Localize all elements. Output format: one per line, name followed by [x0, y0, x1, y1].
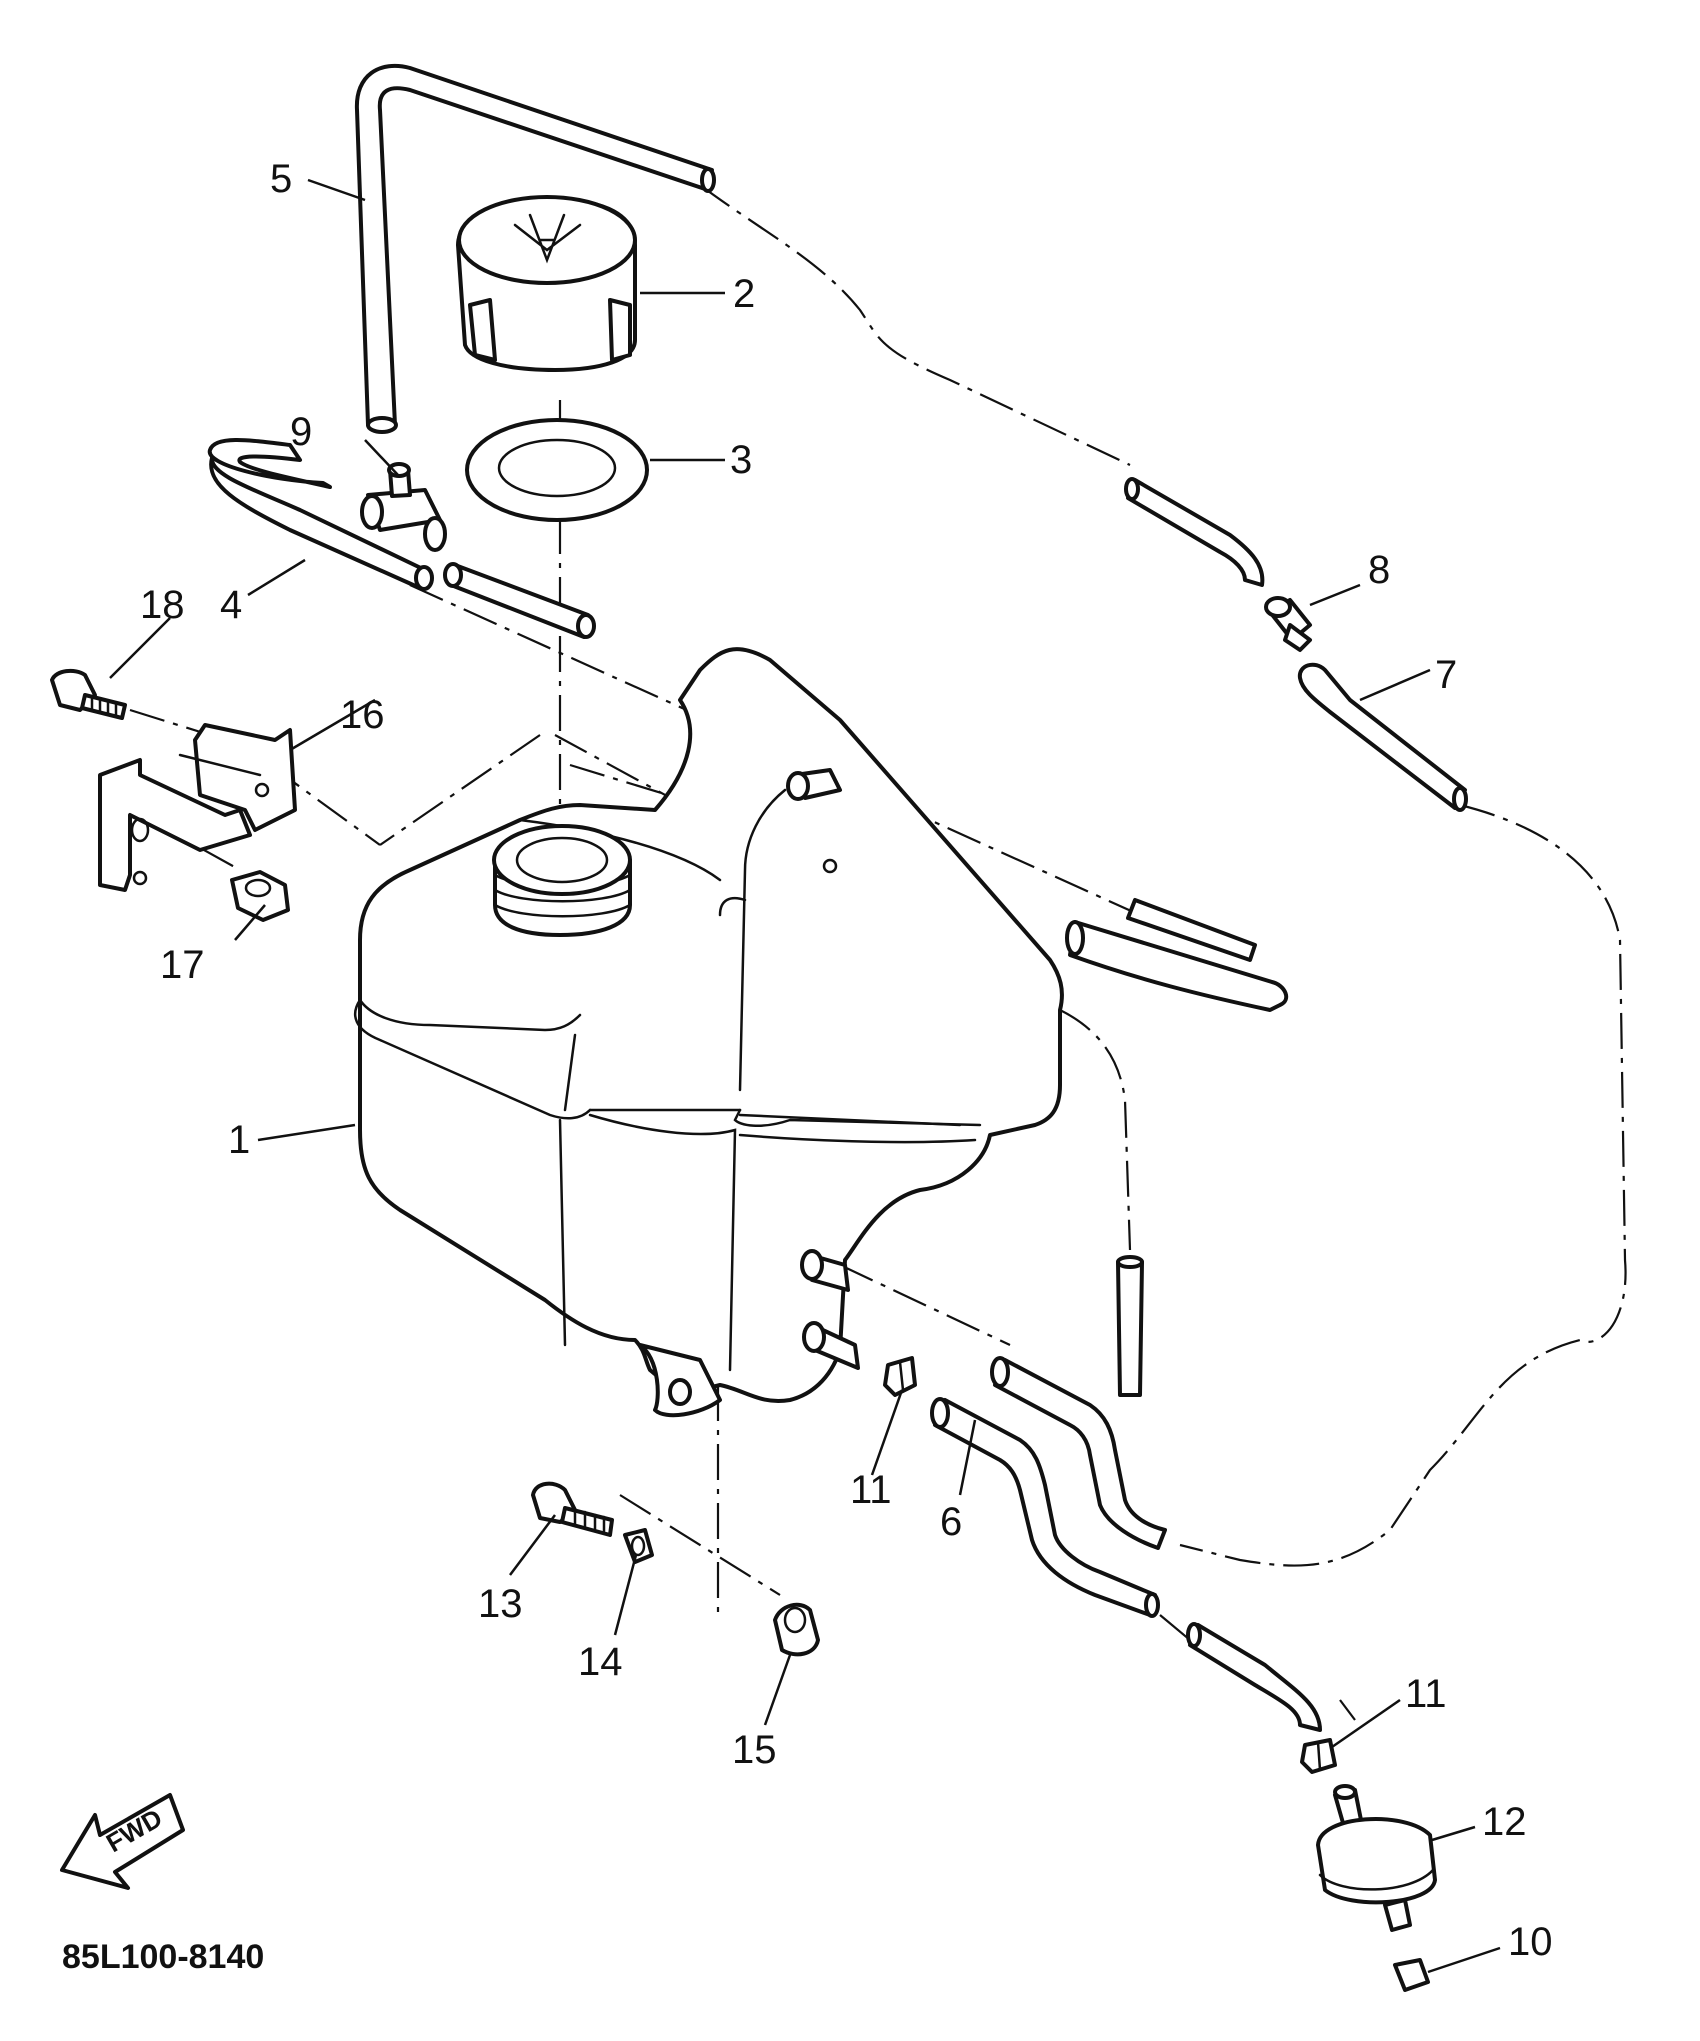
- cap-gasket: [465, 418, 649, 522]
- callout-12: 12: [1482, 1800, 1527, 1844]
- filter-12: [1316, 1784, 1437, 1932]
- drawing-code: 85L100-8140: [62, 1938, 264, 1976]
- callout-8: 8: [1368, 548, 1390, 592]
- callout-7: 7: [1435, 653, 1457, 697]
- reservoir-tank: [354, 647, 1064, 1418]
- callout-15: 15: [732, 1728, 777, 1772]
- callout-16: 16: [340, 693, 385, 737]
- screw-18: [50, 668, 127, 720]
- callout-13: 13: [478, 1582, 523, 1626]
- hose-vertical: [1116, 1255, 1144, 1397]
- callout-2: 2: [733, 272, 755, 316]
- callout-1: 1: [228, 1118, 250, 1162]
- hose-long-right: [1065, 898, 1289, 1012]
- fwd-arrow-icon: FWD: [60, 1793, 185, 1890]
- nut-17: [230, 870, 290, 922]
- hose-5: [354, 63, 716, 434]
- leader-lines: [109, 178, 1501, 1974]
- hose-4: [207, 438, 596, 639]
- callout-labels: 5 2 3 9 4 18 16 17 1 8 7 11 6 13 14 15 1…: [140, 157, 1553, 1964]
- hose-7: [1297, 662, 1468, 812]
- callout-5: 5: [270, 157, 292, 201]
- callout-18: 18: [140, 583, 185, 627]
- hose-joint-8: [1264, 596, 1312, 652]
- bracket-16: [98, 723, 297, 892]
- nut-15: [773, 1602, 820, 1657]
- hose-clip-lower: [1300, 1738, 1337, 1774]
- callout-11-lower: 11: [1405, 1672, 1447, 1716]
- radiator-cap: [456, 195, 637, 372]
- callout-10: 10: [1508, 1920, 1553, 1964]
- hose-6: [930, 1356, 1322, 1732]
- callout-4: 4: [220, 583, 242, 627]
- hose-segment-upper: [1124, 477, 1265, 587]
- callout-17: 17: [160, 943, 205, 987]
- t-joint-9: [360, 462, 447, 552]
- callout-9: 9: [290, 410, 312, 454]
- callout-11-upper: 11: [850, 1468, 892, 1512]
- hose-clip-upper: [883, 1356, 917, 1397]
- callout-3: 3: [730, 438, 752, 482]
- bolt-13: [531, 1481, 614, 1537]
- callout-14: 14: [578, 1640, 623, 1684]
- clip-10: [1393, 1958, 1430, 1992]
- grommet-14: [623, 1528, 654, 1564]
- callout-6: 6: [940, 1500, 962, 1544]
